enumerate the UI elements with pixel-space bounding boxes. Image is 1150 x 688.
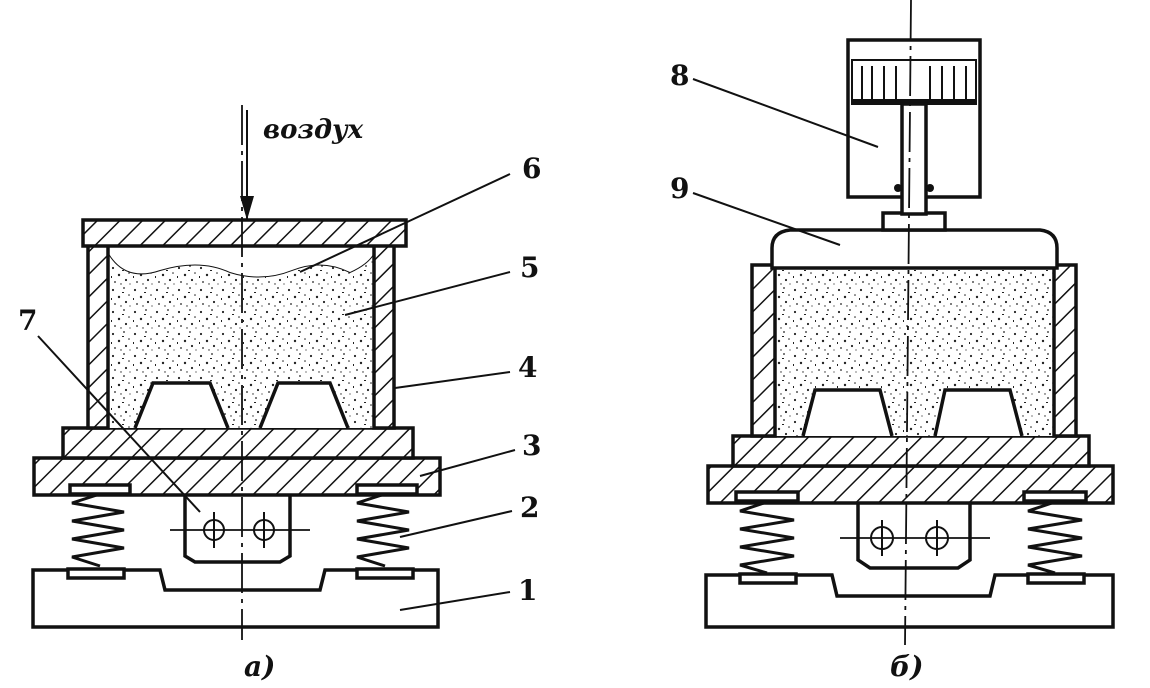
spring-right [356,492,410,568]
callout-6: 6 [522,152,541,185]
callout-1: 1 [518,574,537,607]
spring-right-b [1027,500,1083,575]
cylinder-ribs [861,66,967,100]
figure-b: 8 9 б) [670,0,1115,683]
press-plate-9 [770,228,1059,270]
flask-wall-left-b [750,263,777,438]
flask-wall-right-b [1052,263,1078,438]
air-label: воздух [263,115,364,145]
base-b [704,573,1115,629]
piston-rod [900,102,928,216]
spring-left-b [739,500,795,575]
pattern-right [258,381,350,429]
flask-wall-right [372,243,396,430]
pattern-left-b [801,388,894,437]
caption-a: а) [244,650,275,683]
callout-7: 7 [18,304,37,337]
pattern-left [133,381,230,429]
pattern-right-b [933,388,1024,437]
model-plate-b [731,434,1091,468]
cylinder-bracket-b [856,500,972,570]
callout-3: 3 [522,429,541,462]
callout-8: 8 [670,59,689,92]
pressing-lid [81,218,408,248]
callout-5: 5 [520,251,539,284]
callout-4: 4 [518,351,537,384]
model-plate [61,426,415,460]
caption-b: б) [890,650,923,683]
figure-a: воздух 1 2 3 4 5 6 7 а) [18,105,541,683]
spring-left [71,492,125,568]
callout-2: 2 [520,491,539,524]
base-1 [31,568,440,629]
callout-9: 9 [670,172,689,205]
